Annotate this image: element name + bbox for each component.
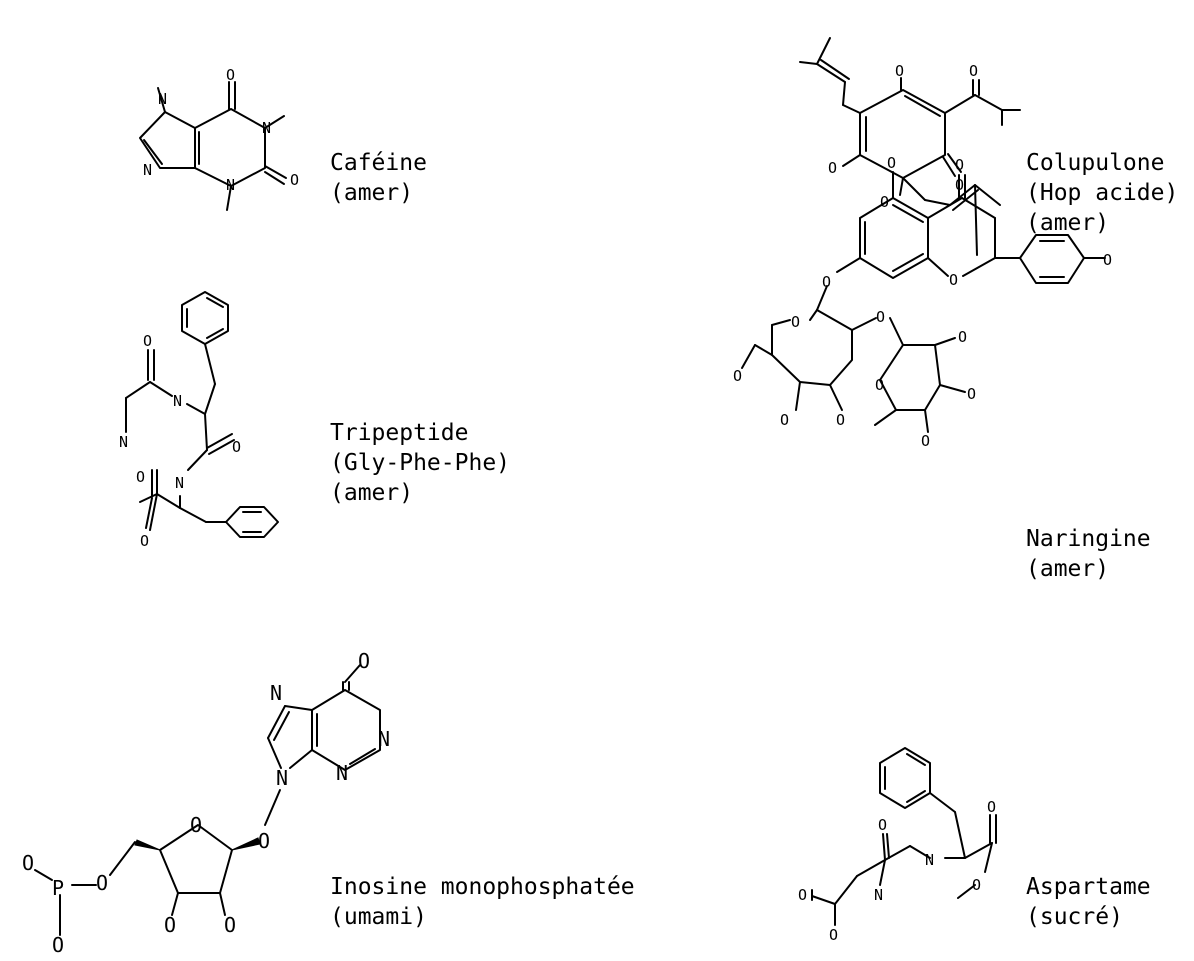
atom-o: O	[972, 876, 981, 894]
atom-n: N	[378, 727, 390, 751]
caption-tripeptide: Tripeptide (Gly-Phe-Phe) (amer)	[330, 418, 510, 508]
atom-n: N	[119, 433, 128, 451]
atom-o: O	[780, 411, 789, 429]
caption-line: Aspartame	[1026, 874, 1151, 900]
caption-line: (sucré)	[1026, 904, 1123, 930]
atom-o: O	[226, 66, 235, 84]
atom-n: N	[262, 119, 271, 137]
caption-line: Tripeptide	[330, 420, 469, 446]
caption-aspartame: Aspartame (sucré)	[1026, 872, 1151, 932]
atom-n: N	[925, 851, 934, 869]
atom-o: O	[232, 438, 241, 456]
atom-o: O	[828, 159, 837, 177]
caption-line: Inosine monophosphatée	[330, 874, 635, 900]
atom-o: O	[887, 154, 896, 172]
caption-line: (Gly-Phe-Phe)	[330, 450, 511, 476]
colupulone-structure: O O O O O	[799, 37, 1021, 256]
atom-o: O	[290, 171, 299, 189]
atom-o: O	[955, 156, 964, 174]
atom-o: O	[791, 313, 800, 331]
inosine-structure: N N N N O O O O P O O O O	[22, 649, 390, 957]
atom-o: O	[876, 308, 885, 326]
caption-line: (amer)	[1026, 556, 1110, 582]
atom-o: O	[969, 62, 978, 80]
cafeine-structure: O N N O N N	[139, 66, 299, 211]
atom-o: O	[836, 411, 845, 429]
caption-line: (umami)	[330, 904, 427, 930]
atom-o: O	[136, 468, 145, 486]
atom-o: O	[921, 432, 930, 450]
atom-n: N	[270, 681, 282, 705]
tripeptide-structure: O N N O N O O	[119, 291, 279, 550]
caption-line: Naringine	[1026, 526, 1151, 552]
aspartame-structure: N O O O N O O	[798, 747, 997, 944]
atom-o: O	[22, 851, 34, 875]
atom-o: O	[949, 271, 958, 289]
caption-line: (amer)	[330, 180, 414, 206]
atom-o: O	[96, 871, 108, 895]
atom-o: O	[967, 385, 976, 403]
atom-o: O	[987, 798, 996, 816]
atom-o: O	[733, 367, 742, 385]
caption-line: (Hop acide)	[1026, 180, 1179, 206]
atom-o: O	[52, 933, 64, 957]
atom-o: O	[164, 913, 176, 937]
atom-o: O	[798, 886, 807, 904]
caption-line: Caféine	[330, 150, 427, 176]
caption-line: (amer)	[1026, 210, 1110, 236]
atom-o: O	[190, 813, 202, 837]
atom-n: N	[874, 886, 883, 904]
atom-o: O	[822, 273, 831, 291]
caption-inosine: Inosine monophosphatée (umami)	[330, 872, 635, 932]
atom-o: O	[1103, 251, 1112, 269]
caption-naringine: Naringine (amer)	[1026, 524, 1151, 584]
atom-o: O	[258, 829, 270, 853]
atom-o: O	[224, 913, 236, 937]
atom-o: O	[143, 332, 152, 350]
naringine-structure: O O O O O O O O O O O O O O	[733, 154, 1112, 450]
atom-o: O	[140, 532, 149, 550]
caption-line: (amer)	[330, 480, 414, 506]
atom-n: N	[158, 90, 167, 108]
atom-n: N	[226, 176, 235, 194]
atom-o: O	[875, 376, 884, 394]
atom-o: O	[829, 926, 838, 944]
caption-colupulone: Colupulone (Hop acide) (amer)	[1026, 148, 1178, 238]
atom-n: N	[175, 474, 184, 492]
atom-p: P	[52, 876, 64, 900]
caption-cafeine: Caféine (amer)	[330, 148, 427, 208]
atom-n: N	[143, 161, 152, 179]
atom-n: N	[173, 392, 182, 410]
caption-line: Colupulone	[1026, 150, 1165, 176]
atom-o: O	[358, 649, 370, 673]
atom-n: N	[276, 766, 288, 790]
atom-n: N	[336, 761, 348, 785]
atom-o: O	[895, 62, 904, 80]
atom-o: O	[878, 816, 887, 834]
atom-o: O	[958, 328, 967, 346]
